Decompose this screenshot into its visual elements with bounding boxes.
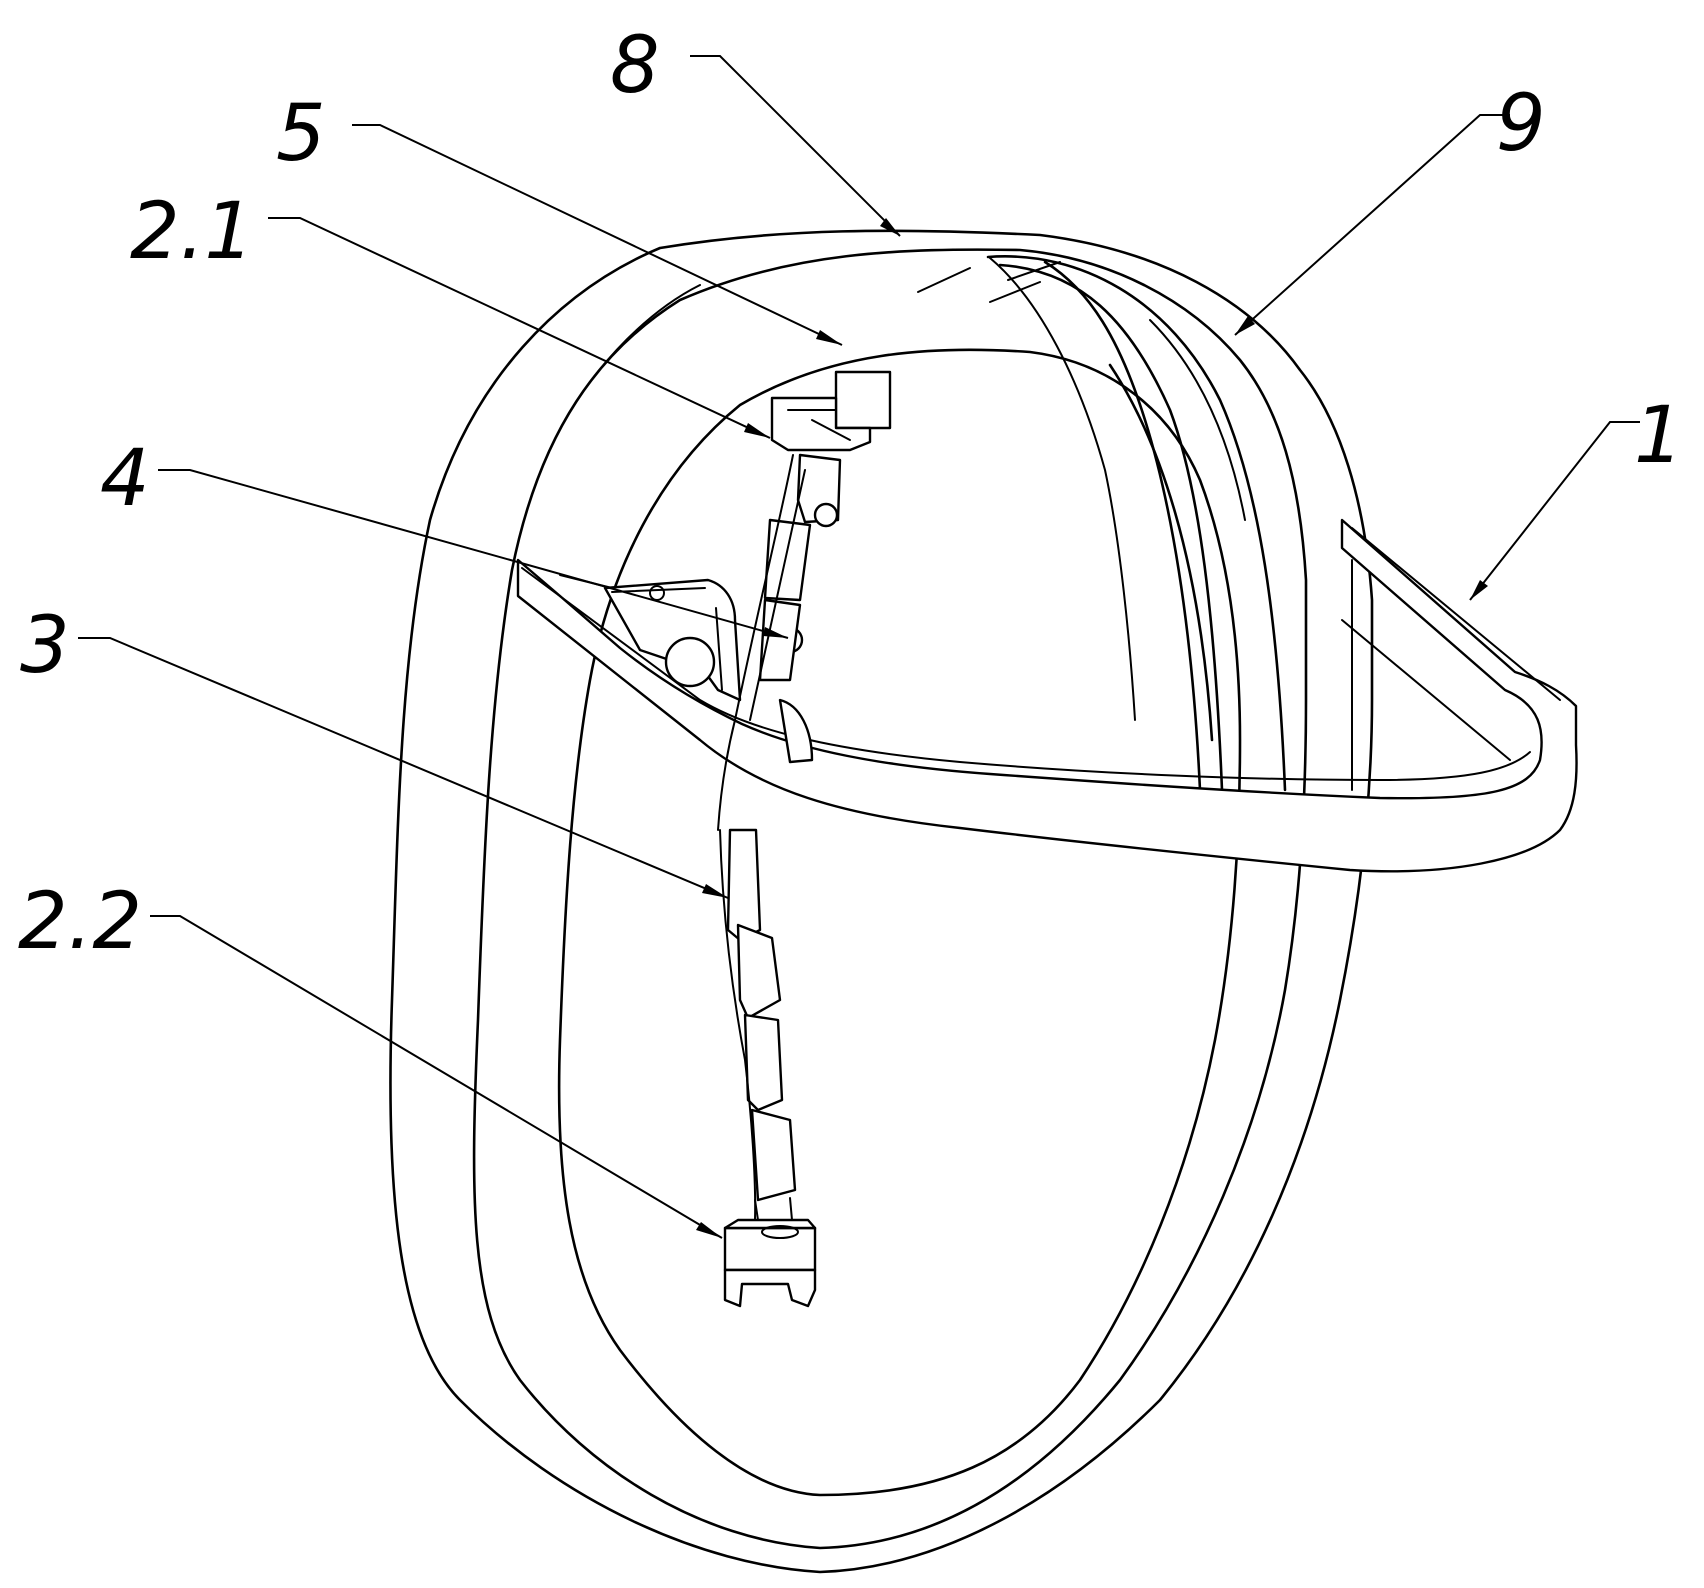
bottom-clip-hole [761,1225,799,1239]
leader-line-1 [1469,421,1640,601]
hinge-plate-hole [664,636,716,688]
top-clip-detail [787,409,851,441]
ref-label-5: 5 [276,89,326,179]
leader-arrow-1 [1470,580,1488,600]
overhead-strap-inner-2 [1043,260,1202,792]
leader-arrow-2-2 [696,1222,722,1238]
oval-frame-inner [557,348,1242,1497]
bottom-clip-top [723,1218,817,1230]
ref-label-3: 3 [20,601,70,691]
bottom-clip-block [723,1226,817,1272]
hatch-mark [989,281,1041,303]
leader-line-2-1 [268,217,771,439]
leader-arrow-4 [763,627,788,638]
leader-line-9 [1234,114,1510,336]
bottom-clip-legs [723,1268,817,1308]
leader-line-5 [352,124,843,346]
hatch-mark [917,267,971,293]
leader-line-3 [78,637,729,899]
leader-arrow-5 [816,330,842,345]
ref-label-4: 4 [100,434,150,524]
overhead-strap-front [1108,363,1214,742]
hinge-plate-screw [649,585,665,601]
oval-frame-outer [389,229,1374,1574]
oval-band-crease-2 [1149,319,1246,521]
bottom-clip-stem [789,1197,793,1221]
leader-line-2-2 [150,915,723,1239]
leader-line-4 [158,469,789,639]
headband-right-top [1351,527,1561,701]
ref-label-8: 8 [610,21,660,111]
headband-right-inner [1341,619,1511,761]
ref-label-2-2: 2.2 [18,877,142,967]
upper-arm-rail-2 [749,469,806,721]
lower-arm-link-2 [736,923,782,1020]
hatch-mark [1007,261,1061,281]
bottom-clip-stem [754,1199,759,1221]
lower-arm-link-4 [750,1108,797,1202]
leader-arrow-2-1 [744,423,770,438]
lower-arm-link-3 [743,1013,784,1112]
hinge-plate-rib [715,607,723,691]
oval-frame-band-edge [472,248,1308,1550]
headband-front [516,518,1578,873]
ref-label-9: 9 [1496,79,1546,169]
overhead-strap-edge [989,257,1136,721]
upper-arm-link-3 [758,598,802,682]
leader-arrow-3 [702,884,728,898]
leader-line-8 [690,55,901,237]
upper-arm-link-2 [763,518,812,602]
overhead-strap-inner [998,263,1224,792]
lower-arm-link-1 [726,828,762,942]
upper-arm-tab [778,698,814,764]
overhead-strap-outer [986,255,1287,792]
leader-arrow-9 [1235,316,1255,335]
upper-arm-pin-1 [813,502,839,528]
top-clip-block [834,370,892,430]
lower-arm-rail [719,829,757,1221]
hinge-plate-edge [611,587,706,593]
upper-arm-rail [717,454,794,831]
oval-band-crease [564,284,701,421]
ref-label-1: 1 [1634,391,1684,481]
leader-arrow-8 [880,218,900,236]
ref-label-2-1: 2.1 [130,187,254,277]
